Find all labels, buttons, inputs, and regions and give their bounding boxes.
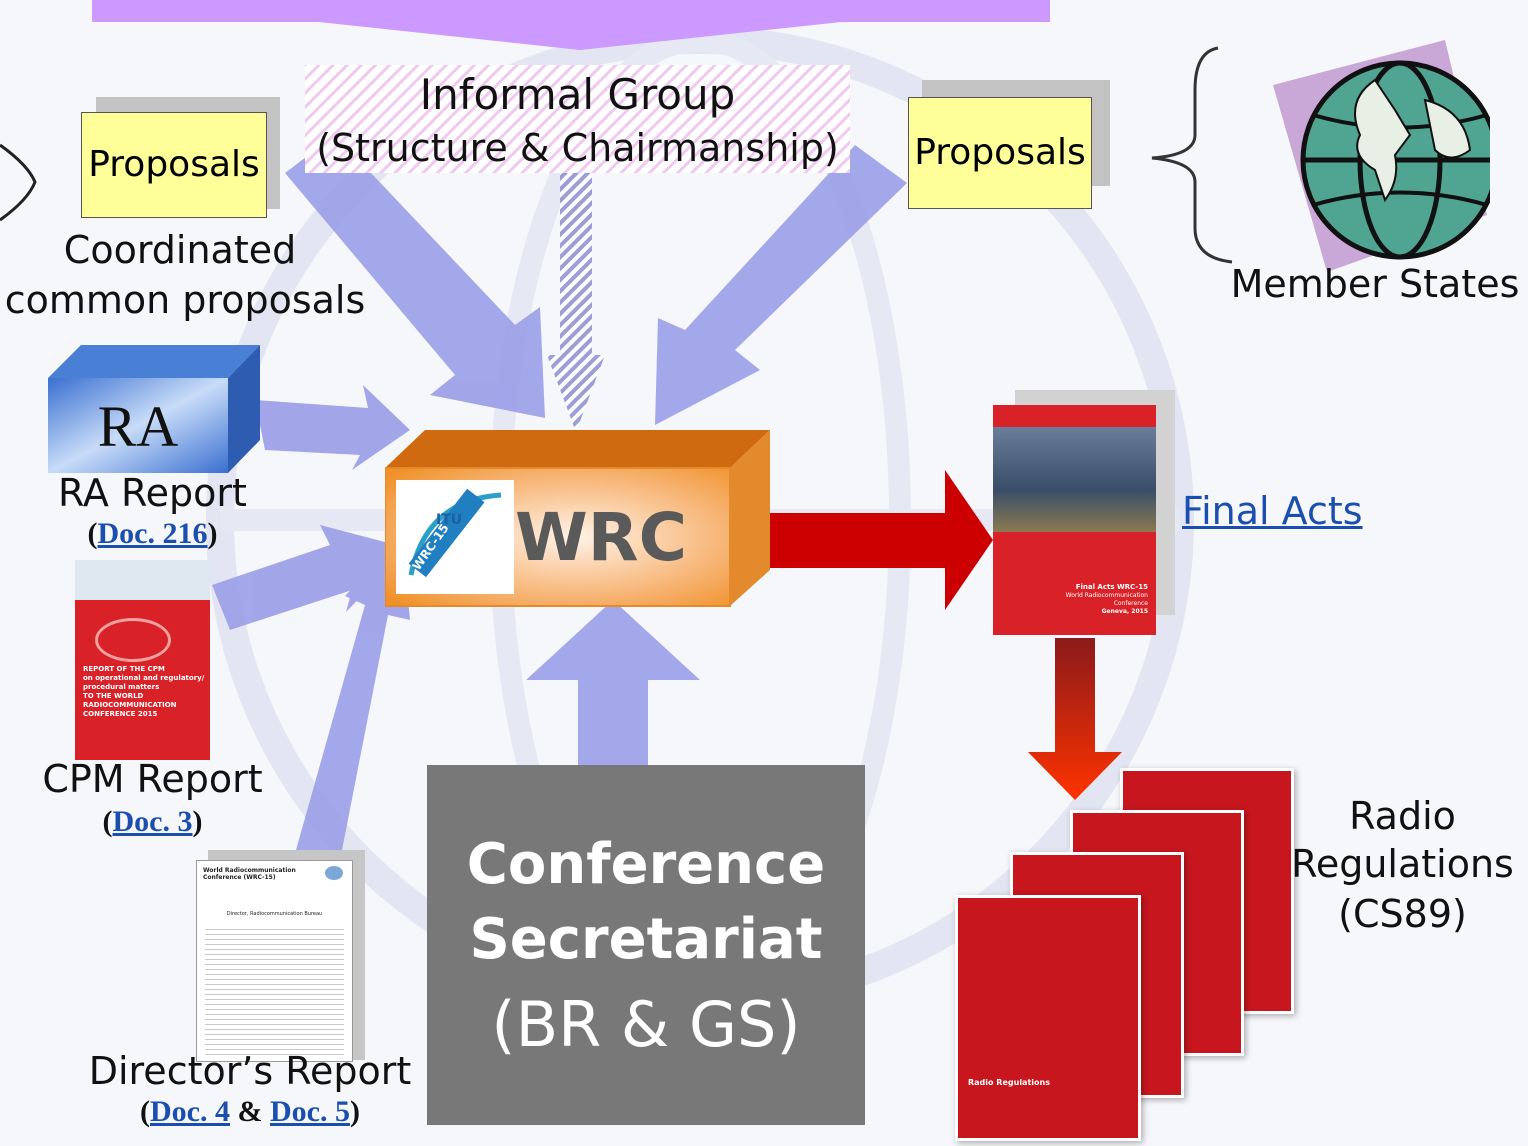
wrc15-logo: ITU WRC-15: [396, 480, 514, 594]
radio-regs-caption-3: (CS89): [1338, 892, 1467, 936]
director-report-document: World Radiocommunication Conference (WRC…: [196, 860, 353, 1062]
coordinated-caption: Coordinated: [63, 228, 297, 272]
radio-regs-caption-1: Radio: [1349, 794, 1456, 838]
top-banner-arrow: [300, 20, 860, 50]
director-report-caption: Director’s Report: [88, 1049, 412, 1093]
top-banner: [92, 0, 1050, 22]
ra-doc-216-link[interactable]: Doc. 216: [97, 517, 208, 550]
cpm-cover-text: REPORT OF THE CPM on operational and reg…: [83, 665, 208, 719]
director-doc-4-link[interactable]: Doc. 4: [150, 1095, 230, 1128]
radio-regs-caption-2: Regulations: [1291, 842, 1514, 886]
cpm-cover-line-1: REPORT OF THE CPM: [83, 665, 165, 673]
cpm-cover-line-6: CONFERENCE 2015: [83, 710, 158, 718]
ra-doc-ref: (Doc. 216): [20, 516, 285, 552]
secretariat-line-2: Secretariat: [469, 907, 823, 972]
wrc15-logo-graphic: [408, 488, 502, 578]
director-doc-open: (: [140, 1095, 151, 1128]
director-doc-5-link[interactable]: Doc. 5: [270, 1095, 350, 1128]
informal-group-subtitle: (Structure & Chairmanship): [316, 126, 839, 170]
wrc15-logo-badge: ITU: [436, 512, 463, 528]
conference-secretariat-box: Conference Secretariat (BR & GS): [427, 765, 865, 1125]
director-doc-heading: Director, Radiocommunication Bureau: [226, 911, 323, 917]
cpm-cover-line-2: on operational and regulatory/: [83, 674, 205, 682]
radio-regs-book-title: Radio Regulations: [968, 1078, 1050, 1087]
informal-group-title: Informal Group: [419, 70, 736, 119]
director-doc-logo: [325, 866, 343, 880]
director-doc-ref: (Doc. 4 & Doc. 5): [60, 1094, 440, 1130]
director-doc-amp: &: [230, 1095, 270, 1128]
ra-report-caption: RA Report: [58, 471, 247, 515]
common-proposals-caption: common proposals: [4, 278, 366, 322]
radio-regs-book-1: Radio Regulations: [955, 895, 1141, 1141]
wrc-label: WRC: [515, 499, 688, 576]
proposals-left-card: Proposals: [81, 112, 267, 218]
ra-box-label: RA: [97, 394, 179, 459]
cpm-cover-line-3: procedural matters: [83, 683, 160, 691]
cpm-cover-line-4: TO THE WORLD: [83, 692, 144, 700]
final-acts-cover-place: Geneva, 2015: [1101, 608, 1148, 615]
director-doc-lines: [205, 925, 344, 1055]
ra-doc-close: ): [207, 517, 218, 550]
globe-icon: [1273, 40, 1490, 272]
proposals-right-card: Proposals: [908, 97, 1092, 209]
secretariat-line-1: Conference: [466, 832, 826, 897]
secretariat-line-3: (BR & GS): [491, 988, 801, 1061]
final-acts-cover-sub2: Conference: [1113, 600, 1148, 607]
member-states-caption: Member States: [1230, 262, 1520, 306]
cpm-cover-itu-logo: [95, 618, 171, 662]
final-acts-photo: [993, 427, 1156, 532]
cpm-cover-line-5: RADIOCOMMUNICATION: [83, 701, 177, 709]
cpm-doc-3-link[interactable]: Doc. 3: [112, 805, 193, 838]
cpm-doc-open: (: [102, 805, 113, 838]
cpm-report-cover: REPORT OF THE CPM on operational and reg…: [75, 560, 210, 760]
ra-box: [48, 345, 260, 473]
final-acts-cover-sub1: World Radiocommunication: [1065, 592, 1148, 599]
cpm-cover-sky: [75, 560, 210, 600]
final-acts-link[interactable]: Final Acts: [1182, 489, 1363, 533]
cpm-doc-ref: (Doc. 3): [20, 804, 285, 840]
final-acts-cover-title: Final Acts WRC-15: [1075, 583, 1148, 591]
director-doc-close: ): [349, 1095, 360, 1128]
director-doc-title: World Radiocommunication Conference (WRC…: [203, 867, 296, 881]
cpm-doc-close: ): [192, 805, 203, 838]
final-acts-cover: Final Acts WRC-15 World Radiocommunicati…: [993, 405, 1156, 635]
cpm-report-caption: CPM Report: [42, 757, 263, 801]
ra-doc-open: (: [87, 517, 98, 550]
